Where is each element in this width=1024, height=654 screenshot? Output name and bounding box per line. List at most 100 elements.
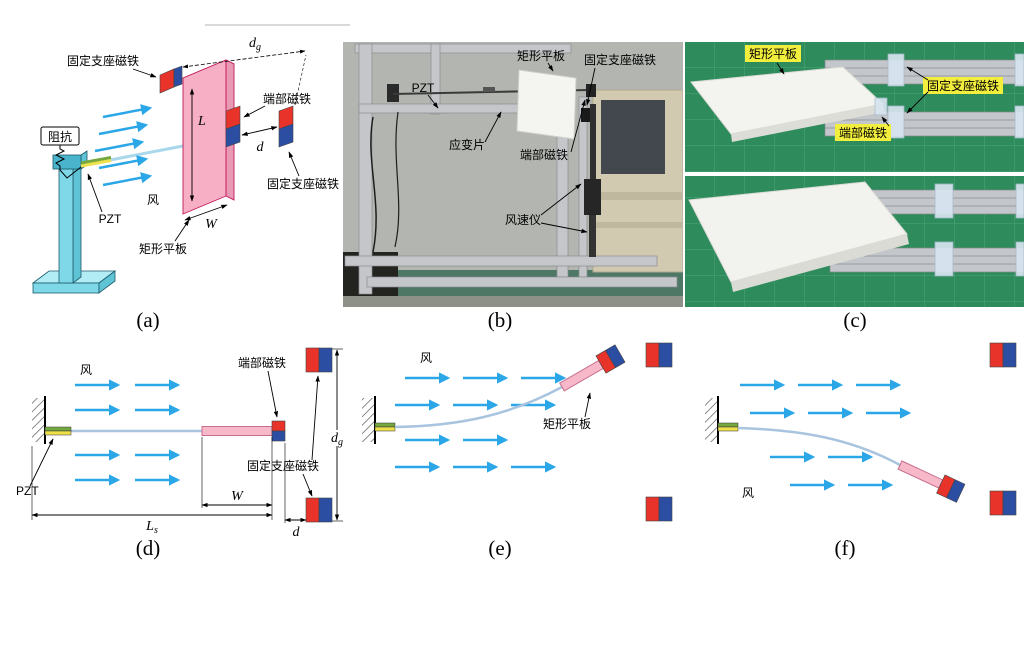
tip-magnet xyxy=(225,105,241,148)
white-plate xyxy=(516,69,577,140)
panel-b-photo: 矩形平板 PZT 固定支座磁铁 应变片 端部磁铁 风速仪 xyxy=(343,42,683,307)
cantilever-beam xyxy=(737,426,901,467)
fixed-magnet-top xyxy=(645,342,673,368)
svg-text:端部磁铁: 端部磁铁 xyxy=(520,147,568,162)
anemometer-device xyxy=(581,104,601,257)
plate-label: 矩形平板 xyxy=(745,45,801,75)
svg-text:dg: dg xyxy=(331,431,343,448)
dimension-extensions xyxy=(31,348,343,523)
svg-text:固定支座磁铁: 固定支座磁铁 xyxy=(247,458,319,473)
svg-text:矩形平板: 矩形平板 xyxy=(543,417,591,431)
fixed-magnet-block xyxy=(887,105,905,139)
tip-magnet xyxy=(586,84,596,97)
svg-text:W: W xyxy=(231,489,244,504)
pzt-label: PZT xyxy=(412,81,439,109)
plate-label: 矩形平板 xyxy=(543,392,591,431)
svg-text:端部磁铁: 端部磁铁 xyxy=(238,355,286,370)
svg-text:矩形平板: 矩形平板 xyxy=(517,49,565,63)
wind-arrows xyxy=(94,104,153,187)
wind-label: 风 xyxy=(147,193,159,207)
tip-magnet xyxy=(271,420,286,442)
svg-text:PZT: PZT xyxy=(16,484,39,498)
strain-gauge-label: 应变片 xyxy=(449,111,502,152)
svg-text:d: d xyxy=(257,140,265,155)
fixed-magnet-bottom xyxy=(305,497,333,523)
fixed-wall xyxy=(362,396,376,444)
svg-text:d: d xyxy=(293,525,301,540)
wind-label: 风 xyxy=(80,363,92,377)
wind-arrows xyxy=(740,379,912,491)
fixed-magnet-label: 固定支座磁铁 xyxy=(247,375,320,497)
caption-f: (f) xyxy=(834,536,856,560)
wind-label: 风 xyxy=(420,351,432,365)
fixed-magnet-top-label: 固定支座磁铁 xyxy=(67,53,157,78)
aluminum-frame xyxy=(344,43,678,295)
fixed-magnet-block xyxy=(887,53,905,87)
pzt-patch xyxy=(717,422,739,432)
dimension-L: L xyxy=(189,88,206,202)
dimension-W: W xyxy=(201,489,273,508)
fixed-magnet-label: 固定支座磁铁 xyxy=(584,52,656,106)
fixed-magnet-block xyxy=(934,241,954,277)
tip-magnet-label: 端部磁铁 xyxy=(243,91,311,118)
svg-text:矩形平板: 矩形平板 xyxy=(139,242,187,256)
anemometer-label: 风速仪 xyxy=(505,183,588,234)
plate-and-tip-magnet xyxy=(897,460,966,503)
tip-magnet-label: 端部磁铁 xyxy=(238,355,286,418)
cables xyxy=(370,111,400,253)
computer-monitor xyxy=(592,89,683,273)
svg-text:应变片: 应变片 xyxy=(449,137,485,152)
fixed-wall xyxy=(32,396,46,444)
svg-text:dg: dg xyxy=(249,36,261,53)
pzt-patch xyxy=(374,422,396,432)
photo-bottom xyxy=(685,176,1024,307)
svg-text:端部磁铁: 端部磁铁 xyxy=(839,125,887,140)
plate-and-tip-magnet xyxy=(559,344,626,392)
aluminum-rail xyxy=(829,247,1024,273)
tip-magnet-block xyxy=(874,97,888,116)
fixed-magnet-upstream xyxy=(159,65,183,94)
rectangular-plate xyxy=(201,426,273,436)
svg-text:固定支座磁铁: 固定支座磁铁 xyxy=(927,78,999,93)
rectangular-plate xyxy=(559,359,604,392)
wind-arrows xyxy=(395,372,567,473)
fixed-wall xyxy=(705,396,719,444)
top-rule xyxy=(205,24,350,26)
dimension-dg: dg xyxy=(331,349,343,521)
caption-b: (b) xyxy=(487,308,513,332)
panel-e-schematic: 风 矩形平板 xyxy=(362,342,673,522)
svg-text:矩形平板: 矩形平板 xyxy=(749,47,797,61)
svg-text:W: W xyxy=(205,217,218,232)
wind-arrows xyxy=(75,379,181,486)
panel-d-schematic: W Ls d dg 风 端部磁铁 固定支座磁铁 PZT xyxy=(16,347,343,540)
dimension-d: d xyxy=(241,126,278,155)
dimension-Ls: Ls xyxy=(31,512,273,536)
resistor-symbol xyxy=(54,145,66,170)
fixed-magnet-bottom xyxy=(989,490,1017,516)
pzt-label: PZT xyxy=(87,173,122,226)
svg-text:端部磁铁: 端部磁铁 xyxy=(263,91,311,106)
tip-magnet-label: 端部磁铁 xyxy=(520,99,586,162)
impedance-label: 阻抗 xyxy=(48,129,72,144)
impedance-circuit: 阻抗 xyxy=(40,126,82,179)
caption-c: (c) xyxy=(843,308,867,332)
wind-label: 风 xyxy=(742,486,754,500)
svg-text:风速仪: 风速仪 xyxy=(505,213,541,227)
plate-label: 矩形平板 xyxy=(517,49,565,72)
strain-gauge xyxy=(483,87,495,92)
fixed-magnet-right-label: 固定支座磁铁 xyxy=(267,151,339,191)
svg-text:Ls: Ls xyxy=(145,519,158,536)
caption-e: (e) xyxy=(488,536,512,560)
fixed-magnet-top xyxy=(989,342,1017,368)
photo-top: 矩形平板 固定支座磁铁 端部磁铁 xyxy=(685,42,1024,172)
tip-magnet-label: 端部磁铁 xyxy=(835,116,891,141)
caption-d: (d) xyxy=(135,536,161,560)
svg-text:PZT: PZT xyxy=(412,81,435,95)
fixed-magnet-top xyxy=(305,347,333,373)
pzt-patch xyxy=(80,156,112,165)
fixed-magnet-label: 固定支座磁铁 xyxy=(906,66,1003,114)
pzt-label: PZT xyxy=(16,438,54,498)
plate-label: 矩形平板 xyxy=(139,219,190,256)
svg-text:固定支座磁铁: 固定支座磁铁 xyxy=(67,53,139,68)
